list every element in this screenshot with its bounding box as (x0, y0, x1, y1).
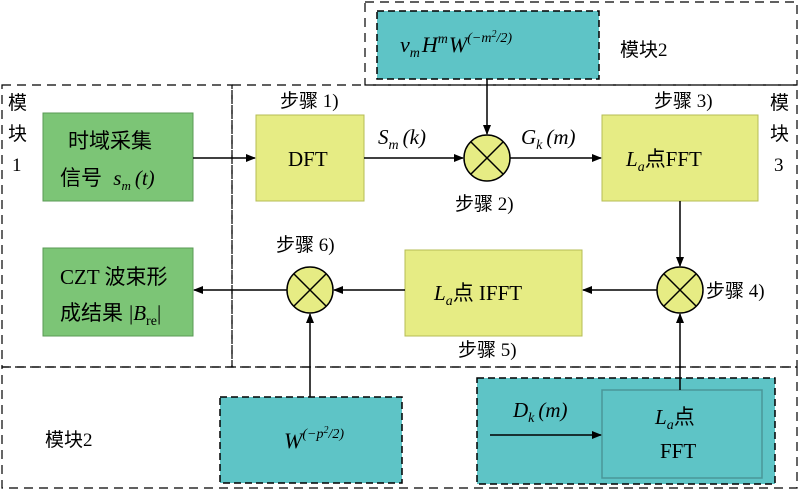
fft2-line2: FFT (660, 439, 696, 463)
la-fft-block: La点FFT (601, 114, 759, 202)
la-ifft-block: La点 IFFT (404, 249, 583, 337)
module3-label-2: 块 (770, 123, 789, 145)
step1-label: 步骤 1) (280, 90, 339, 112)
sm-signal-label: Sm(k) (378, 125, 426, 153)
module1-label-3: 1 (12, 155, 22, 176)
vm-formula: vmHmW(−m2/2) (400, 29, 512, 61)
dft-label: DFT (288, 147, 328, 171)
la-fft-label: La点FFT (625, 147, 702, 175)
module2-bottom-region (1, 366, 798, 489)
dk-signal-label: Dk(m) (512, 398, 568, 426)
module2-bottom-label: 模块2 (45, 429, 93, 451)
module1-label-2: 块 (8, 123, 27, 145)
module2-top-region (364, 1, 798, 86)
time-sampling-line2: 信号 sm(t) (60, 166, 155, 193)
fft2-outer-block: La点 FFT (476, 377, 776, 485)
czt-result-line2: 成结果|Bre| (60, 301, 161, 329)
czt-result-block: CZT 波束形 成结果|Bre| (42, 247, 194, 337)
module1-label-1: 模 (8, 92, 27, 114)
multiplier-step6 (286, 266, 334, 314)
w-block: W(−p2/2) (219, 396, 403, 484)
module2-top-label: 模块2 (620, 39, 668, 61)
step2-label: 步骤 2) (455, 193, 514, 215)
fft2-inner-block (601, 389, 763, 479)
time-sampling-line1: 时域采集 (68, 129, 152, 153)
la-ifft-label: La点 IFFT (433, 281, 522, 309)
vm-block: vmHmW(−m2/2) (376, 10, 600, 80)
step4-label: 步骤 4) (706, 280, 765, 302)
multiplier-step2 (463, 134, 511, 182)
module3-label-1: 模 (770, 92, 789, 114)
module3-label-3: 3 (774, 155, 784, 176)
step5-label: 步骤 5) (458, 339, 517, 361)
gk-signal-label: Gk(m) (521, 125, 576, 153)
arrows (193, 79, 684, 439)
czt-result-line1: CZT 波束形 (60, 265, 168, 289)
dft-block: DFT (255, 114, 365, 202)
time-sampling-block: 时域采集 信号 sm(t) (42, 112, 194, 202)
step3-label: 步骤 3) (654, 90, 713, 112)
multiplier-step4 (656, 266, 704, 314)
w-formula: W(−p2/2) (284, 425, 344, 453)
fft2-line1: La点 (654, 405, 695, 433)
step6-label: 步骤 6) (276, 234, 335, 256)
